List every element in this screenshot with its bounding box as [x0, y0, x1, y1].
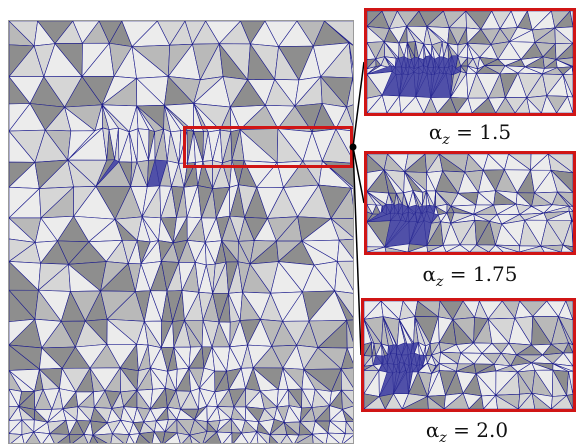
zoom-region-highlight: [183, 126, 353, 168]
inset-caption-3: αz = 2.0: [425, 418, 509, 446]
inset-caption-2: αz = 1.75: [422, 262, 518, 290]
inset-mesh-image-2: [367, 154, 573, 252]
inset-caption-1: αz = 1.5: [428, 120, 512, 148]
inset-mesh-image-1: [367, 11, 573, 113]
main-mesh-image: [9, 21, 353, 443]
inset-panel-1: [364, 8, 576, 116]
main-mesh-panel: [8, 20, 354, 444]
inset-panel-2: [364, 151, 576, 255]
inset-mesh-image-3: [364, 301, 573, 409]
inset-panel-3: [361, 298, 576, 412]
